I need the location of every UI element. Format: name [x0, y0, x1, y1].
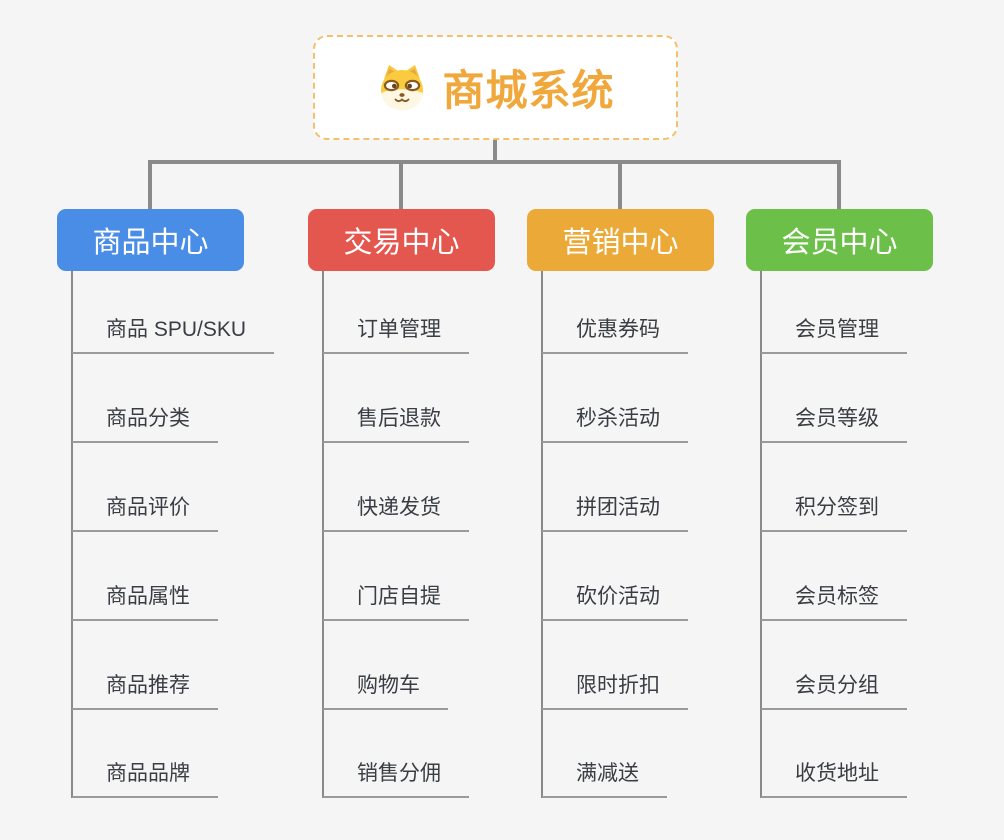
- connector-drop-4: [837, 164, 841, 209]
- leaf-node[interactable]: 销售分佣: [323, 760, 469, 798]
- leaf-node[interactable]: 商品品牌: [72, 760, 218, 798]
- leaf-node[interactable]: 会员等级: [761, 405, 907, 443]
- leaf-node[interactable]: 收货地址: [761, 760, 907, 798]
- connector-root-drop: [493, 140, 497, 164]
- connector-drop-3: [618, 164, 622, 209]
- leaf-node[interactable]: 会员标签: [761, 583, 907, 621]
- branch-node-product-center[interactable]: 商品中心: [57, 209, 244, 271]
- trunk-line: [322, 271, 324, 798]
- trunk-line: [71, 271, 73, 798]
- shiba-dog-icon: [376, 64, 428, 112]
- leaf-column-product: 商品 SPU/SKU 商品分类 商品评价 商品属性 商品推荐 商品品牌: [71, 271, 301, 800]
- branch-node-trade-center[interactable]: 交易中心: [308, 209, 495, 271]
- leaf-node[interactable]: 商品属性: [72, 583, 218, 621]
- branch-label: 营销中心: [562, 227, 679, 259]
- leaf-node[interactable]: 会员管理: [761, 316, 907, 354]
- leaf-node[interactable]: 满减送: [542, 760, 667, 798]
- connector-drop-1: [148, 164, 152, 209]
- leaf-node[interactable]: 商品分类: [72, 405, 218, 443]
- leaf-column-marketing: 优惠券码 秒杀活动 拼团活动 砍价活动 限时折扣 满减送: [541, 271, 771, 800]
- leaf-column-member: 会员管理 会员等级 积分签到 会员标签 会员分组 收货地址: [760, 271, 990, 800]
- leaf-node[interactable]: 积分签到: [761, 494, 907, 532]
- leaf-node[interactable]: 拼团活动: [542, 494, 688, 532]
- leaf-node[interactable]: 商品评价: [72, 494, 218, 532]
- root-node[interactable]: 商城系统: [313, 35, 678, 140]
- branch-label: 商品中心: [92, 227, 209, 259]
- trunk-line: [541, 271, 543, 798]
- leaf-node[interactable]: 快递发货: [323, 494, 469, 532]
- branch-label: 交易中心: [343, 227, 460, 259]
- leaf-node[interactable]: 商品推荐: [72, 672, 218, 710]
- branch-label: 会员中心: [781, 227, 898, 259]
- leaf-node[interactable]: 砍价活动: [542, 583, 688, 621]
- leaf-node[interactable]: 秒杀活动: [542, 405, 688, 443]
- branch-node-member-center[interactable]: 会员中心: [746, 209, 933, 271]
- branch-node-marketing-center[interactable]: 营销中心: [527, 209, 714, 271]
- leaf-node[interactable]: 限时折扣: [542, 672, 688, 710]
- connector-drop-2: [399, 164, 403, 209]
- trunk-line: [760, 271, 762, 798]
- leaf-node[interactable]: 订单管理: [323, 316, 469, 354]
- connector-horizontal-bar: [148, 160, 841, 164]
- root-title: 商城系统: [442, 67, 615, 114]
- leaf-node[interactable]: 会员分组: [761, 672, 907, 710]
- leaf-node[interactable]: 优惠券码: [542, 316, 688, 354]
- leaf-node[interactable]: 门店自提: [323, 583, 469, 621]
- leaf-node[interactable]: 购物车: [323, 672, 448, 710]
- leaf-node[interactable]: 售后退款: [323, 405, 469, 443]
- leaf-node[interactable]: 商品 SPU/SKU: [72, 316, 275, 354]
- leaf-column-trade: 订单管理 售后退款 快递发货 门店自提 购物车 销售分佣: [322, 271, 552, 800]
